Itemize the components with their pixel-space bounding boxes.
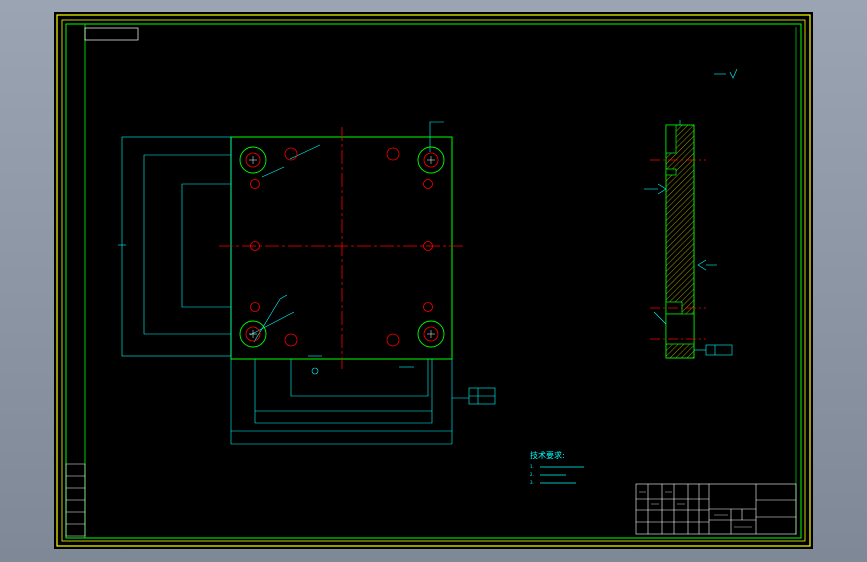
datum-markers (311, 367, 496, 405)
drawing-code-box (84, 27, 139, 41)
bushing-hole-tl (239, 146, 267, 174)
tech-req-item-2: 2. (530, 472, 534, 477)
title-block (635, 483, 797, 535)
tech-req-item-1: 1. (530, 464, 534, 469)
cad-drawing: 技术要求: 1. 2. 3. (56, 14, 811, 547)
centerlines (219, 127, 464, 369)
revision-strip (65, 463, 86, 537)
tech-req-item-3: 3. (530, 480, 534, 485)
roughness-symbol (714, 68, 738, 79)
bushing-hole-tr (417, 146, 445, 174)
technical-requirements: 技术要求: 1. 2. 3. (530, 450, 584, 485)
cad-viewport[interactable]: 技术要求: 1. 2. 3. (54, 12, 813, 549)
dimension-lines (118, 121, 469, 445)
drawing-frame (65, 23, 802, 539)
bushing-hole-bl (239, 320, 267, 348)
sheet-border-outer (56, 14, 811, 547)
section-view (644, 120, 733, 359)
tech-req-title: 技术要求: (530, 450, 565, 460)
holes (239, 146, 445, 348)
sheet-border-inner (61, 19, 806, 542)
bushing-hole-br (417, 320, 445, 348)
